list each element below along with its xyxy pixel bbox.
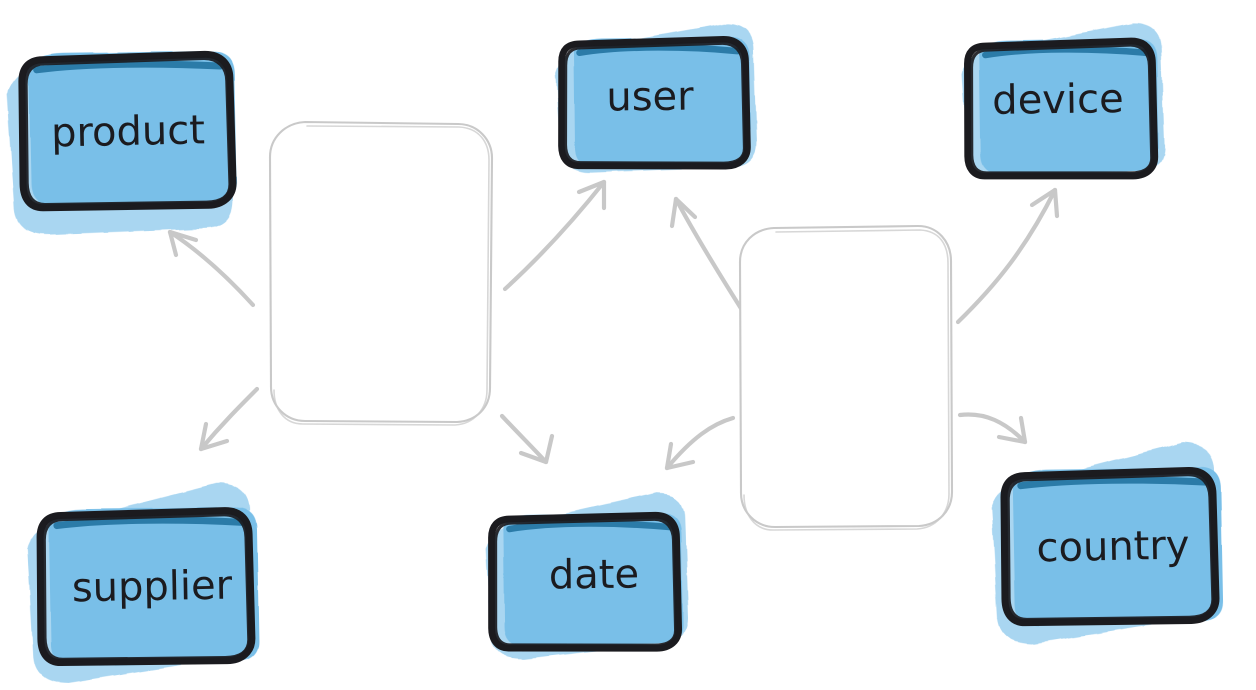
device-label: device (992, 76, 1124, 124)
edge-fact-left-to-date[interactable] (499, 413, 555, 465)
fact-node-right[interactable] (738, 224, 954, 531)
edge-fact-right-to-date[interactable] (664, 415, 736, 471)
user-highlight-streak (576, 44, 741, 57)
country-highlight-main (1012, 467, 1224, 627)
dimension-node-user[interactable]: user (555, 23, 757, 173)
device-highlight-streak (982, 46, 1149, 59)
edge-fact-left-to-user[interactable] (502, 179, 607, 292)
supplier-highlight-main (48, 507, 259, 667)
date-label: date (549, 551, 640, 598)
supplier-label: supplier (71, 563, 233, 612)
edges-layer (167, 179, 1060, 471)
supplier-highlight-streak (53, 516, 247, 530)
device-frame-outer (964, 37, 1159, 180)
fact-node-left[interactable] (268, 120, 494, 426)
supplier-frame-outer (36, 507, 256, 667)
product-frame-inner (24, 56, 232, 207)
dimension-node-device[interactable]: device (961, 22, 1165, 180)
product-frame-outer (18, 50, 237, 212)
device-frame-inner (969, 43, 1154, 175)
product-highlight-streak (33, 60, 225, 74)
dimension-node-product[interactable]: product (6, 50, 238, 236)
date-frame-outer (488, 511, 683, 652)
country-frame-outer (1000, 466, 1220, 627)
dimension-node-supplier[interactable]: supplier (26, 482, 259, 684)
product-highlight-main (28, 51, 238, 207)
edge-fact-left-to-supplier[interactable] (198, 386, 260, 452)
edge-fact-right-to-country[interactable] (957, 412, 1028, 445)
edge-fact-right-to-user[interactable] (669, 196, 745, 313)
edge-fact-left-to-product[interactable] (167, 229, 256, 308)
user-frame-outer (558, 35, 751, 170)
edge-fact-right-to-device[interactable] (955, 187, 1060, 325)
device-highlight-main (979, 38, 1159, 175)
user-highlight-main (573, 37, 751, 167)
dimension-node-country[interactable]: country (990, 442, 1224, 644)
fact-nodes-layer (268, 120, 954, 531)
supplier-frame-inner (42, 512, 251, 662)
dimension-node-date[interactable]: date (485, 493, 689, 659)
date-frame-inner (493, 517, 678, 647)
user-frame-inner (563, 41, 747, 165)
user-label: user (606, 74, 694, 121)
country-highlight-streak (1017, 476, 1211, 490)
dimension-nodes-layer: product user (6, 22, 1224, 684)
date-highlight-main (503, 513, 683, 647)
date-highlight-streak (506, 520, 673, 533)
country-frame-inner (1006, 472, 1215, 622)
product-label: product (51, 107, 206, 156)
country-label: country (1036, 522, 1190, 571)
